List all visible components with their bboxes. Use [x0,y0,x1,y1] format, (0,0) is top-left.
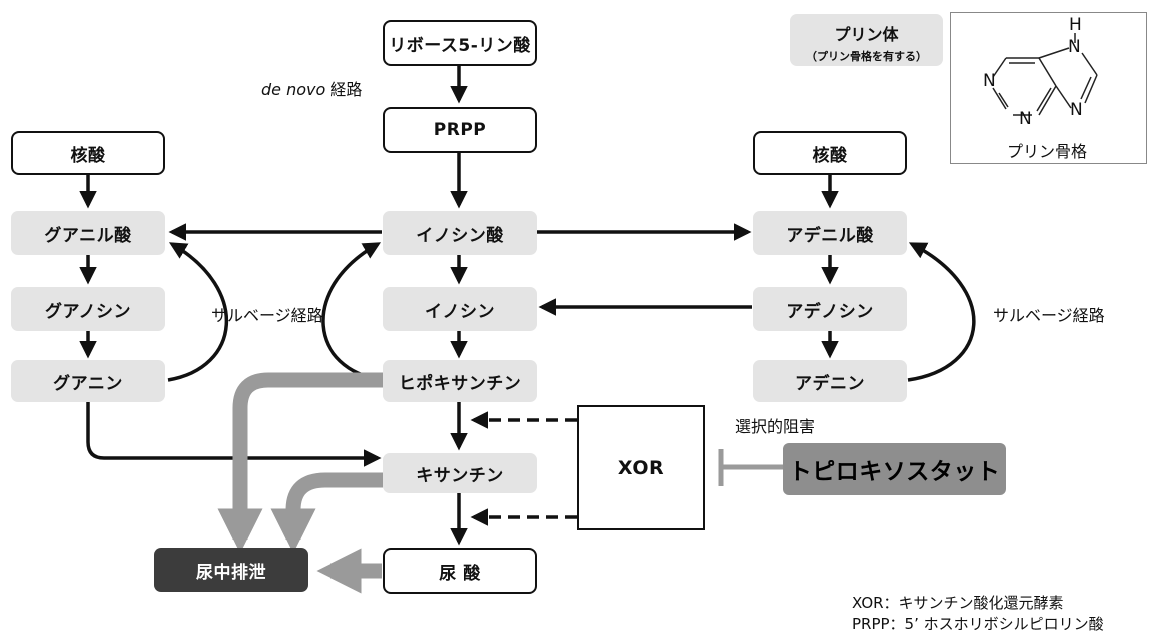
node-prpp: PRPP [383,107,537,153]
label-de-novo-pathway: de novo 経路 [261,76,362,100]
purine-skeleton-label: プリン骨格 [1007,142,1088,161]
purine-atom-n7: N [1070,100,1083,120]
node-adenosine: アデノシン [753,287,907,331]
label-selective-inhibition: 選択的阻害 [735,417,816,436]
node-xor: XOR [577,405,705,530]
node-xanthine: キサンチン [383,453,537,493]
node-guanosine: グアノシン [11,287,165,331]
salvage-curve-hypoxanthine-imp [321,242,384,382]
purine-atom-h: H [1069,15,1082,35]
arrow-guanine-to-xanthine [86,402,382,467]
node-inosine: イノシン [383,287,537,331]
purine-atom-n3: N [1019,109,1032,129]
node-inosinic-acid: イノシン酸 [383,211,537,255]
purine-title-box: プリン体 （プリン骨格を有する） [790,14,943,66]
purine-atom-n9: N [1068,37,1081,57]
node-nucleic-acid-right: 核酸 [753,131,907,175]
salvage-curve-adenine-amp [907,242,976,382]
node-uric-acid: 尿 酸 [383,548,537,594]
gray-arrow-hypoxanthine-excretion [217,372,383,554]
purine-title: プリン体 [834,25,899,44]
label-salvage-right: サルベージ経路 [993,306,1105,325]
purine-skeleton-card: H N N N N プリン骨格 [950,12,1147,164]
node-adenylic-acid: アデニル酸 [753,211,907,255]
node-ribose-5-phosphate: リボース5-リン酸 [383,20,537,66]
node-adenine: アデニン [753,360,907,402]
label-salvage-left: サルベージ経路 [211,306,323,325]
node-hypoxanthine: ヒポキサンチン [383,360,537,402]
salvage-curve-guanine-gmp [167,242,228,382]
node-guanylic-acid: グアニル酸 [11,211,165,255]
purine-atom-n1: N [983,71,996,91]
node-urinary-excretion: 尿中排泄 [154,548,308,592]
node-guanine: グアニン [11,360,165,402]
label-de-novo-rest: 経路 [325,80,363,99]
purine-subtitle: （プリン骨格を有する） [806,50,927,63]
node-nucleic-acid-left: 核酸 [11,131,165,175]
abbr-xor: XOR：キサンチン酸化還元酵素 [852,594,1064,612]
abbr-prpp: PRPP：5’ ホスホリボシルピロリン酸 [852,615,1104,633]
gray-arrow-xanthine-excretion [270,472,383,554]
label-de-novo-italic: de novo [261,80,326,99]
node-topiroxostat: トピロキソスタット [783,443,1006,495]
purine-structure-icon [992,33,1098,116]
